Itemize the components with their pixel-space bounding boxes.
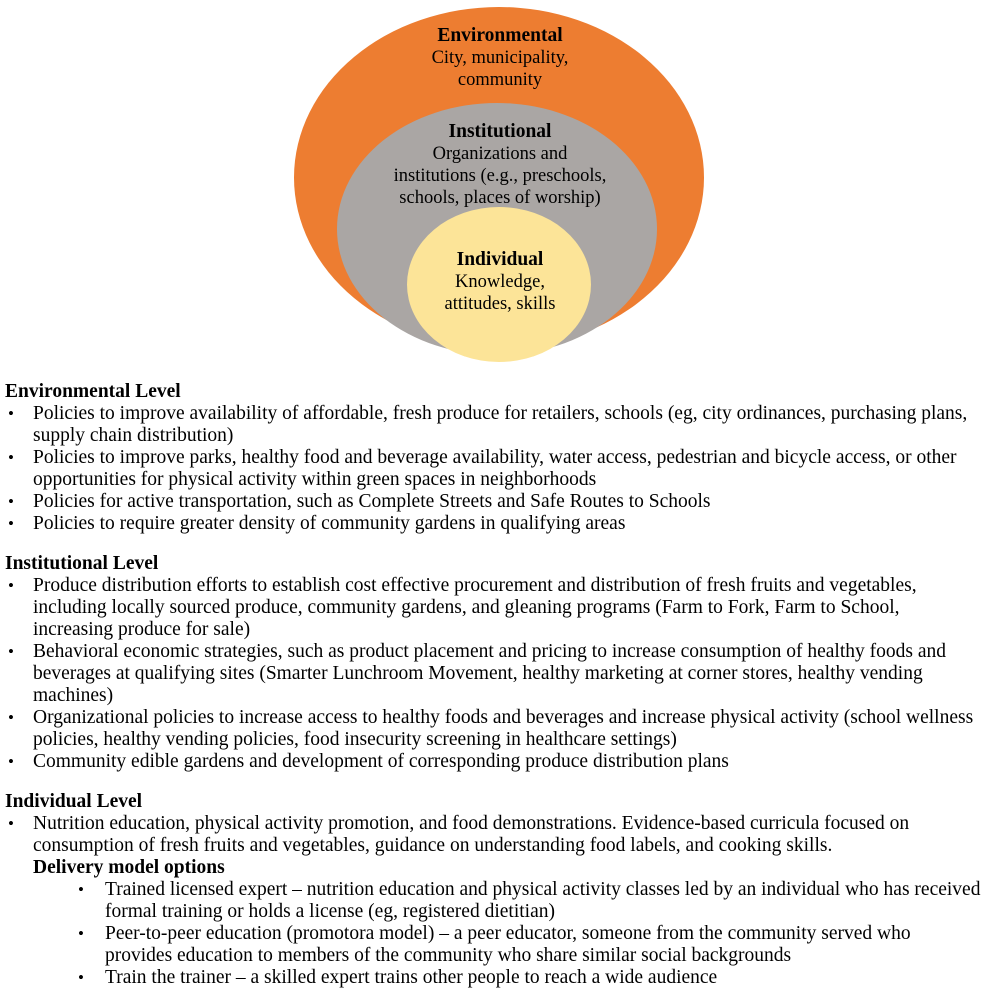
bullet-icon: • [8,492,14,511]
institutional-title: Institutional [448,121,552,142]
environmental-subtitle-line: community [457,70,543,90]
section-heading: Individual Level [5,791,143,812]
list-item-text: Nutrition education, physical activity p… [33,813,910,856]
environmental-title: Environmental [437,25,563,46]
individual-circle [407,207,591,362]
section-heading: Environmental Level [5,381,181,402]
sub-list-item-text: Train the trainer – a skilled expert tra… [105,967,718,988]
list-item-text: Policies to improve parks, healthy food … [33,447,957,490]
description-text: Environmental Level • Policies to improv… [0,372,1000,989]
list-item-text: Policies for active transportation, such… [33,491,711,512]
list-item-text: Community edible gardens and development… [33,751,729,772]
list-item-text: Behavioral economic strategies, such as … [33,641,946,706]
nested-circles-diagram: Environmental City, municipality, commun… [0,0,1000,372]
list-item: • Behavioral economic strategies, such a… [8,641,982,707]
bullet-icon: • [8,752,14,771]
bullet-icon: • [8,514,14,533]
list-item-text: Produce distribution efforts to establis… [33,575,917,640]
list-item: • Community edible gardens and developme… [8,751,982,773]
list-item: • Policies for active transportation, su… [8,491,982,513]
list-item-text: Policies to require greater density of c… [33,513,626,534]
sub-list-item: • Peer-to-peer education (promotora mode… [78,923,982,967]
environmental-label: Environmental City, municipality, commun… [0,25,1000,91]
section-environmental: Environmental Level • Policies to improv… [5,381,982,535]
list-item-text: Policies to improve availability of affo… [33,403,968,446]
bullet-icon: • [78,924,84,943]
bullet-icon: • [8,642,14,661]
bullet-icon: • [78,880,84,899]
individual-label: Individual Knowledge, attitudes, skills [0,249,1000,315]
bullet-icon: • [8,404,14,423]
list-item: • Produce distribution efforts to establ… [8,575,982,641]
section-institutional: Institutional Level • Produce distributi… [5,553,982,773]
institutional-subtitle-line: schools, places of worship) [399,188,601,208]
list-item: • Policies to require greater density of… [8,513,982,535]
section-heading: Institutional Level [5,553,159,574]
bullet-icon: • [8,576,14,595]
list-item: • Policies to improve parks, healthy foo… [8,447,982,491]
list-item: • Organizational policies to increase ac… [8,707,982,751]
list-item: • Nutrition education, physical activity… [8,813,982,857]
bullet-icon: • [8,448,14,467]
sub-list-item: • Trained licensed expert – nutrition ed… [78,879,982,923]
list-item-text: Organizational policies to increase acce… [33,707,974,750]
individual-subtitle-line: Knowledge, [455,272,545,292]
institutional-label: Institutional Organizations and institut… [0,121,1000,209]
list-item: • Policies to improve availability of af… [8,403,982,447]
sub-list-item-text: Peer-to-peer education (promotora model)… [105,923,911,966]
institutional-subtitle-line: Organizations and [432,144,568,164]
individual-subtitle-line: attitudes, skills [444,294,556,314]
section-individual: Individual Level • Nutrition education, … [5,791,982,989]
sub-list-item-text: Trained licensed expert – nutrition educ… [105,879,981,922]
delivery-model-options-subheading: Delivery model options [33,857,225,878]
individual-title: Individual [456,249,544,270]
institutional-subtitle-line: institutions (e.g., preschools, [393,166,607,186]
bullet-icon: • [78,968,84,987]
sub-list-item: • Train the trainer – a skilled expert t… [78,967,982,989]
bullet-icon: • [8,814,14,833]
environmental-subtitle-line: City, municipality, [431,48,569,68]
bullet-icon: • [8,708,14,727]
